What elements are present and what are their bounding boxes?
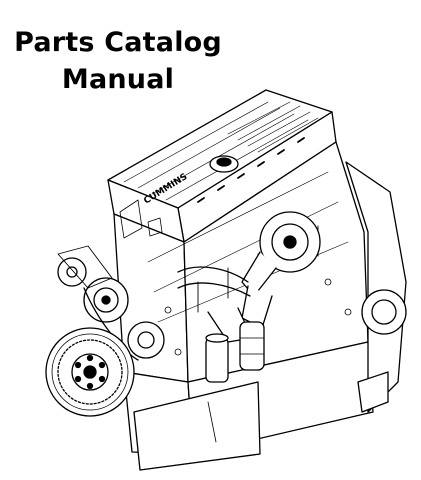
harmonic-balancer [45,327,135,417]
title-line-parts-catalog: Parts Catalog [14,27,222,58]
title-line-manual: Manual [61,64,175,95]
flywheel-housing [345,161,407,413]
turbocharger [241,211,321,329]
rocker-cover: CUMMINS [107,89,337,243]
diesel-engine-icon: CUMMINS [45,89,407,471]
engine-illustration: CUMMINS [28,82,412,474]
intake-manifold [177,266,265,371]
fuel-filter [205,333,229,383]
engine-details [119,199,352,356]
catalog-title: Parts Catalog Manual [0,24,236,98]
front-pulleys [57,245,165,361]
oil-pan [133,381,261,471]
